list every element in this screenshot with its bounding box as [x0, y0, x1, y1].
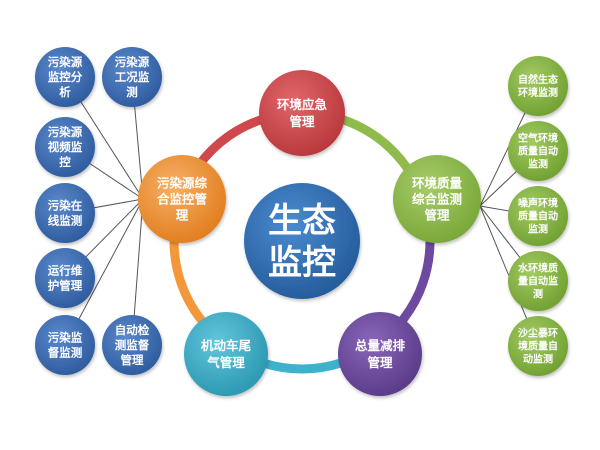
left-child-label: 运行维护管理 [48, 264, 83, 293]
left-child-circle [35, 248, 95, 308]
main-node-vehicle-exhaust: 机动车尾气管理 [184, 312, 268, 396]
left-child-circle [102, 47, 162, 107]
left-child-node: 污染源视频监控 [35, 117, 95, 177]
right-child-label: 噪声环境质量自动监测 [518, 197, 558, 236]
right-child-label: 沙尘暴环境质量自动监测 [518, 327, 558, 366]
center-circle [244, 183, 360, 299]
main-node-pollution-source: 污染源综合监控管理 [138, 155, 226, 243]
right-child-circle [508, 121, 568, 181]
left-child-label: 污染源监控分析 [48, 55, 83, 99]
main-node-label: 污染源综合监控管理 [157, 176, 208, 223]
right-child-circle [508, 251, 568, 311]
left-child-label: 污染在线监测 [48, 199, 83, 228]
center-label: 生态监控 [268, 201, 336, 283]
left-child-label: 自动检测监督管理 [115, 323, 150, 367]
main-node-emission-reduction: 总量减排管理 [338, 312, 422, 396]
main-node-label: 环境质量综合监测管理 [412, 176, 463, 223]
right-children: 自然生态环境监测空气环境质量自动监测噪声环境质量自动监测水环境质量自动监测沙尘暴… [508, 56, 568, 376]
right-child-node: 沙尘暴环境质量自动监测 [508, 316, 568, 376]
right-child-circle [508, 316, 568, 376]
main-node-circle [184, 312, 268, 396]
main-node-circle [259, 70, 345, 156]
main-node-env-quality: 环境质量综合监测管理 [393, 155, 481, 243]
main-node-circle [393, 155, 481, 243]
left-child-circle [35, 183, 95, 243]
left-child-node: 运行维护管理 [35, 248, 95, 308]
left-child-label: 污染源工况监测 [115, 55, 150, 99]
left-child-circle [102, 315, 162, 375]
left-child-circle [35, 47, 95, 107]
left-children: 污染源监控分析污染源工况监测污染源视频监控污染在线监测运行维护管理自动检测监督管… [35, 47, 162, 375]
right-child-node: 噪声环境质量自动监测 [508, 186, 568, 246]
right-child-label: 空气环境质量自动监测 [518, 132, 558, 171]
main-node-circle [138, 155, 226, 243]
main-node-env-emergency: 环境应急管理 [259, 70, 345, 156]
left-child-label: 污染监督监测 [48, 331, 83, 360]
left-child-circle [35, 117, 95, 177]
right-child-circle [508, 186, 568, 246]
right-child-label: 自然生态环境监测 [518, 73, 558, 99]
right-child-circle [508, 56, 568, 116]
left-child-label: 污染源视频监控 [48, 125, 83, 169]
left-child-node: 污染在线监测 [35, 183, 95, 243]
main-node-label: 环境应急管理 [277, 97, 328, 129]
left-child-node: 污染源工况监测 [102, 47, 162, 107]
right-child-node: 自然生态环境监测 [508, 56, 568, 116]
center-node: 生态监控 [244, 183, 360, 299]
left-child-node: 污染源监控分析 [35, 47, 95, 107]
left-child-circle [35, 315, 95, 375]
left-child-node: 自动检测监督管理 [102, 315, 162, 375]
right-child-node: 空气环境质量自动监测 [508, 121, 568, 181]
main-node-label: 总量减排管理 [355, 338, 406, 370]
left-child-node: 污染监督监测 [35, 315, 95, 375]
right-child-node: 水环境质量自动监测 [508, 251, 568, 311]
right-child-label: 水环境质量自动监测 [517, 262, 558, 301]
main-node-label: 机动车尾气管理 [201, 338, 252, 370]
main-node-circle [338, 312, 422, 396]
